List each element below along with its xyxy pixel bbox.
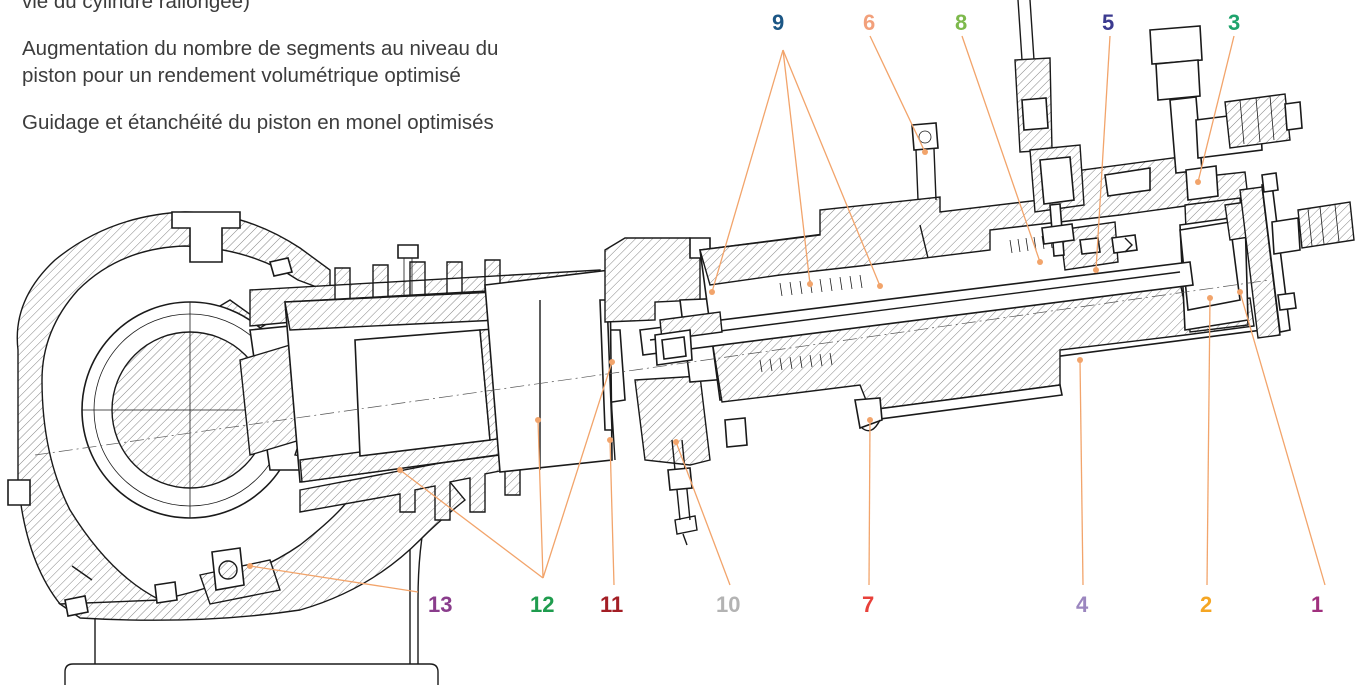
part-label-7: 7 <box>862 592 874 617</box>
leader-line-9 <box>709 49 883 295</box>
part-label-10: 10 <box>716 592 740 617</box>
part-label-1: 1 <box>1311 592 1323 617</box>
distance-piece <box>484 269 616 473</box>
inlet-fitting <box>1149 25 1303 201</box>
leader-line-11 <box>607 437 615 586</box>
leader-line-5 <box>1093 35 1111 273</box>
center-line <box>34 279 1271 456</box>
part-label-11: 11 <box>600 592 623 617</box>
leader-line-12 <box>397 359 615 579</box>
leader-line-6 <box>869 35 928 155</box>
leader-line-2 <box>1206 295 1213 586</box>
leader-line-8 <box>961 35 1043 265</box>
part-label-13: 13 <box>428 592 452 617</box>
part-label-5: 5 <box>1102 10 1114 35</box>
leader-line-1 <box>1237 289 1326 586</box>
part-label-2: 2 <box>1200 592 1212 617</box>
side-connection <box>911 122 939 259</box>
description-line: piston pour un rendement volumétrique op… <box>22 64 461 87</box>
bolts <box>64 257 294 617</box>
part-number-labels: 1 2 3 4 5 6 7 8 9 10 11 12 13 <box>428 10 1323 617</box>
part-label-12: 12 <box>530 592 554 617</box>
machine-drawing <box>7 0 1355 685</box>
top-fitting-assembly <box>1014 0 1085 257</box>
description-line: Augmentation du nombre de segments au ni… <box>22 37 499 60</box>
leader-lines <box>247 35 1326 593</box>
description-line: Guidage et étanchéité du piston en monel… <box>22 111 494 134</box>
leader-line-3 <box>1195 35 1235 185</box>
leader-line-4 <box>1077 357 1084 586</box>
leader-line-10 <box>673 439 731 586</box>
oil-filter <box>154 547 281 605</box>
part-label-4: 4 <box>1076 592 1089 617</box>
piston-rod <box>639 221 1194 373</box>
part-label-9: 9 <box>772 10 784 35</box>
cooling-fins-lower <box>299 439 561 521</box>
description-line: vie du cylindre rallongée) <box>22 0 250 13</box>
part-label-3: 3 <box>1228 10 1240 35</box>
leader-line-13 <box>247 563 419 593</box>
part-label-6: 6 <box>863 10 875 35</box>
leader-line-7 <box>867 417 873 586</box>
part-label-8: 8 <box>955 10 967 35</box>
